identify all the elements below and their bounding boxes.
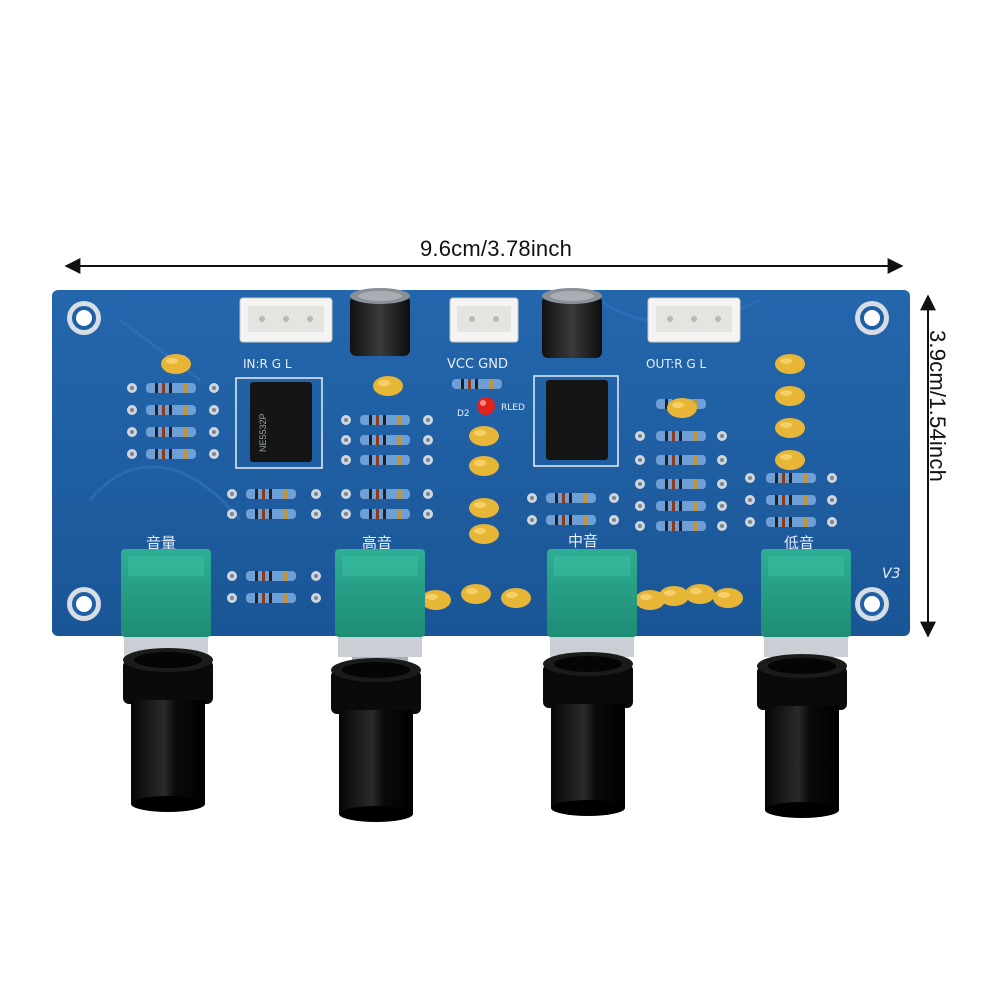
treble-knob[interactable] bbox=[331, 658, 421, 822]
mounting-hole bbox=[855, 301, 889, 335]
output-header-label: OUT:R G L bbox=[646, 357, 707, 371]
mounting-hole bbox=[67, 301, 101, 335]
version-label: V3 bbox=[882, 566, 900, 582]
mounting-hole bbox=[855, 587, 889, 621]
opamp-marking: NE5532P bbox=[258, 413, 268, 452]
opamp-chip bbox=[533, 375, 619, 467]
pot-label-bass: 低音 bbox=[784, 534, 814, 552]
red-led bbox=[477, 397, 495, 415]
mid-knob[interactable] bbox=[543, 652, 633, 816]
input-header bbox=[239, 297, 333, 343]
volume-knob[interactable] bbox=[123, 648, 213, 812]
bass-knob[interactable] bbox=[757, 654, 847, 818]
input-header-label: IN:R G L bbox=[243, 357, 292, 371]
electrolytic-capacitor bbox=[542, 288, 602, 358]
pot-label-volume: 音量 bbox=[146, 534, 176, 552]
led-label: RLED bbox=[501, 403, 525, 413]
power-header-label: VCC GND bbox=[447, 357, 508, 372]
pot-label-treble: 高音 bbox=[362, 534, 392, 552]
led-ref-label: D2 bbox=[457, 409, 470, 419]
power-header bbox=[449, 297, 519, 343]
opamp-chip: NE5532P bbox=[235, 377, 323, 469]
mounting-hole bbox=[67, 587, 101, 621]
electrolytic-capacitor bbox=[350, 288, 410, 356]
pot-label-mid: 中音 bbox=[568, 532, 598, 550]
width-dimension-label: 9.6cm/3.78inch bbox=[420, 236, 572, 261]
output-header bbox=[647, 297, 741, 343]
